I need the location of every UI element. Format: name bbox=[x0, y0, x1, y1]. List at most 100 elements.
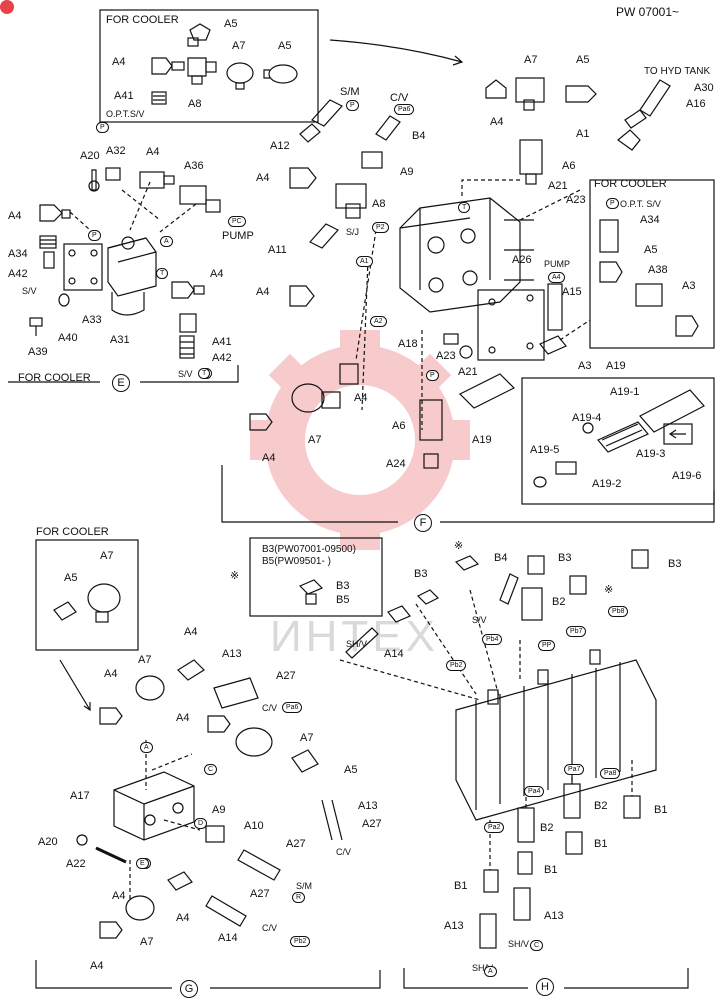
part-label: A15 bbox=[562, 286, 582, 298]
part-label: A19 bbox=[472, 434, 492, 446]
asterisk-mark: ※ bbox=[604, 584, 614, 596]
part-label: A13 bbox=[444, 920, 464, 932]
port-tag: A bbox=[160, 236, 173, 247]
part-label: A38 bbox=[648, 264, 668, 276]
section-g-marker: G bbox=[180, 980, 198, 998]
part-label: S/J bbox=[346, 227, 360, 237]
part-label: A3 bbox=[682, 280, 696, 292]
part-label: SH/V bbox=[472, 963, 494, 973]
part-label: A19-1 bbox=[610, 386, 640, 398]
part-label-a7: A7 bbox=[232, 40, 246, 52]
part-label: S/V bbox=[22, 286, 37, 296]
port-tag: T bbox=[458, 202, 471, 213]
part-label: A34 bbox=[640, 214, 660, 226]
part-label: S/V bbox=[178, 369, 193, 379]
port-tag: Pb2 bbox=[446, 660, 467, 671]
part-label: B2 bbox=[540, 822, 554, 834]
part-label: A19-3 bbox=[636, 448, 666, 460]
inset-top-title: FOR COOLER bbox=[106, 14, 179, 26]
port-tag: Pa2 bbox=[484, 822, 505, 833]
inset-b3-line1: B3(PW07001-09500) bbox=[262, 544, 356, 555]
section-e-marker: E bbox=[112, 374, 130, 392]
part-label: B1 bbox=[594, 838, 608, 850]
part-label: A8 bbox=[372, 198, 386, 210]
port-tag: T bbox=[156, 268, 169, 279]
part-label: A31 bbox=[110, 334, 130, 346]
part-label: A20 bbox=[38, 836, 58, 848]
serial-range: PW 07001~ bbox=[616, 5, 680, 19]
port-tag: E bbox=[136, 858, 149, 869]
part-label: TO HYD TANK bbox=[644, 66, 711, 77]
part-label: A36 bbox=[184, 160, 204, 172]
part-label: A11 bbox=[268, 244, 287, 256]
part-label: A18 bbox=[398, 338, 418, 350]
port-tag: Pa7 bbox=[564, 764, 585, 775]
part-label: A6 bbox=[562, 160, 576, 172]
part-label: C/V bbox=[262, 703, 278, 713]
port-tag: R bbox=[292, 892, 306, 903]
port-tag: Pa4 bbox=[524, 786, 545, 797]
port-tag: Pa8 bbox=[600, 768, 621, 779]
port-tag: A1 bbox=[356, 256, 373, 267]
part-label: A4 bbox=[176, 712, 190, 724]
part-label-a5: A5 bbox=[278, 40, 292, 52]
port-tag: PP bbox=[538, 640, 556, 651]
part-label: A12 bbox=[270, 140, 290, 152]
watermark-text: ИНТЕХ bbox=[270, 612, 439, 661]
section-f-marker: F bbox=[414, 514, 432, 532]
part-label: A4 bbox=[256, 172, 270, 184]
port-tag: PC bbox=[228, 216, 246, 227]
part-label: A42 bbox=[212, 352, 232, 364]
port-tag: A2 bbox=[370, 316, 387, 327]
part-label: B4 bbox=[494, 552, 508, 564]
port-tag: A bbox=[484, 966, 497, 977]
part-label: A27 bbox=[286, 838, 306, 850]
part-label: B5 bbox=[336, 594, 350, 606]
part-label: A4 bbox=[256, 286, 270, 298]
part-label: A22 bbox=[66, 858, 86, 870]
part-label: A7 bbox=[524, 54, 538, 66]
part-label: A13 bbox=[358, 800, 378, 812]
part-label: A33 bbox=[82, 314, 102, 326]
part-label: A7 bbox=[300, 732, 314, 744]
port-tag: D bbox=[194, 818, 208, 829]
part-label: A6 bbox=[392, 420, 406, 432]
part-label: C/V bbox=[336, 847, 352, 857]
part-label: A19-2 bbox=[592, 478, 622, 490]
part-label: A27 bbox=[250, 888, 270, 900]
port-tag: P bbox=[96, 122, 109, 133]
part-label: A17 bbox=[70, 790, 90, 802]
part-label: A7 bbox=[140, 936, 154, 948]
part-label: A20 bbox=[80, 150, 100, 162]
part-label: A4 bbox=[210, 268, 224, 280]
part-label: A9 bbox=[400, 166, 414, 178]
part-label: A32 bbox=[106, 145, 126, 157]
part-label: B1 bbox=[654, 804, 668, 816]
part-label: A13 bbox=[544, 910, 564, 922]
port-tag: C bbox=[204, 764, 218, 775]
part-label: B4 bbox=[412, 130, 426, 142]
part-label: B3 bbox=[558, 552, 572, 564]
part-label: A39 bbox=[28, 346, 48, 358]
part-label: A40 bbox=[58, 332, 78, 344]
part-label-a8: A8 bbox=[188, 98, 202, 110]
part-label: S/M bbox=[296, 881, 313, 891]
port-tag: Pa6 bbox=[282, 702, 303, 713]
part-label: A16 bbox=[686, 98, 706, 110]
part-label: A4 bbox=[176, 912, 190, 924]
port-tag: P bbox=[346, 100, 359, 111]
port-tag: P bbox=[88, 230, 101, 241]
inset-a19-title: A19 bbox=[606, 360, 626, 372]
part-label: O.P.T. S/V bbox=[620, 199, 661, 209]
part-label: A1 bbox=[576, 128, 590, 140]
part-label: A4 bbox=[184, 626, 198, 638]
part-label: S/V bbox=[472, 615, 487, 625]
asterisk-mark: ※ bbox=[230, 570, 240, 582]
port-tag: T bbox=[198, 368, 211, 379]
port-tag: C bbox=[530, 940, 544, 951]
part-label: SH/V bbox=[508, 939, 530, 949]
section-h-marker: H bbox=[536, 978, 554, 996]
part-label: B2 bbox=[552, 596, 566, 608]
